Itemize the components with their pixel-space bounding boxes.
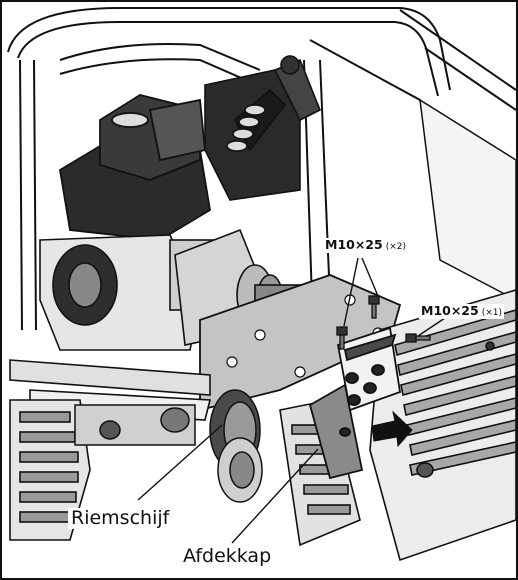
bolt-spec-upper: M10×25 (325, 237, 383, 252)
cover-label: Afdekkap (180, 546, 275, 567)
bolt-label-right: M10×25(×1) (419, 304, 504, 319)
handle-pipes (59, 43, 261, 85)
bolt-label-upper: M10×25(×2) (323, 238, 408, 253)
bolt-qty-right: (×1) (481, 308, 502, 318)
cover-part (308, 326, 402, 480)
leader-lines (137, 257, 446, 544)
bolt-spec-right: M10×25 (421, 303, 479, 318)
pulley-label: Riemschijf (68, 508, 173, 529)
removal-arrow (371, 410, 413, 448)
air-filter (99, 94, 206, 181)
valve-block (204, 55, 322, 201)
bolts (336, 295, 431, 350)
left-track (9, 399, 91, 541)
bolt-qty-upper: (×2) (385, 242, 406, 252)
drive-assembly (74, 389, 263, 503)
right-track (369, 288, 517, 562)
